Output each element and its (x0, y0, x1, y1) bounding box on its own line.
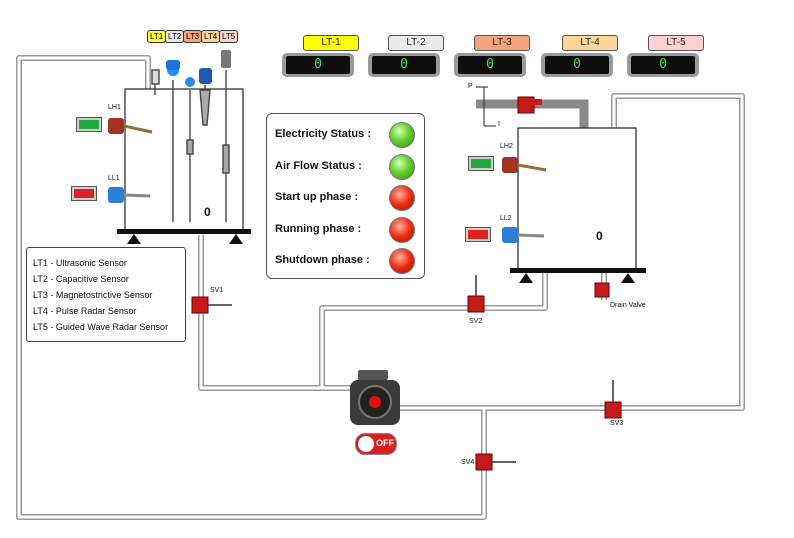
badge-lt4: LT4 (201, 30, 221, 43)
sv1-label: SV1 (210, 287, 224, 294)
status-startup-label: Start up phase : (275, 191, 359, 203)
lh1-label: LH1 (108, 104, 121, 111)
pump-toggle-label: OFF (376, 438, 394, 448)
legend-item: LT3 - Magnetostrictive Sensor (33, 290, 153, 300)
badge-lt5: LT5 (219, 30, 239, 43)
lt1-header: LT-1 (303, 35, 359, 51)
badge-lt3: LT3 (183, 30, 203, 43)
tank-1-stand (117, 229, 251, 234)
status-electricity-label: Electricity Status : (275, 128, 371, 140)
shutdown-phase-lamp (389, 248, 415, 274)
startup-phase-lamp (389, 185, 415, 211)
solenoid-valves (191, 96, 622, 471)
tank-2-level-value: 0 (596, 229, 603, 243)
lt1-value: 0 (286, 56, 350, 74)
air-flow-arrows (476, 86, 496, 127)
lh1-indicator (76, 117, 102, 132)
status-running-label: Running phase : (275, 223, 362, 235)
status-airflow-label: Air Flow Status : (275, 160, 362, 172)
airflow-status-lamp (389, 154, 415, 180)
tank-2 (517, 127, 637, 270)
air-i-label: I (498, 121, 500, 128)
lt2-value: 0 (372, 56, 436, 74)
status-shutdown-label: Shutdown phase : (275, 254, 370, 266)
lt2-display: 0 (368, 53, 440, 77)
legend-item: LT2 - Capacitive Sensor (33, 274, 129, 284)
lt4-value: 0 (545, 56, 609, 74)
badge-lt1: LT1 (147, 30, 167, 43)
ll2-label: LL2 (500, 215, 512, 222)
legend-item: LT4 - Pulse Radar Sensor (33, 306, 137, 316)
electricity-status-lamp (389, 122, 415, 148)
level-switches (108, 118, 547, 243)
sensor-probes (151, 69, 230, 222)
sv4-label: SV4 (461, 459, 475, 466)
tank-1-level-value: 0 (204, 205, 211, 219)
ll2-indicator (465, 227, 491, 242)
lt2-header: LT-2 (388, 35, 444, 51)
lt4-header: LT-4 (562, 35, 618, 51)
ll1-label: LL1 (108, 175, 120, 182)
running-phase-lamp (389, 217, 415, 243)
status-panel: Electricity Status : Air Flow Status : S… (266, 113, 425, 279)
badge-lt2: LT2 (165, 30, 185, 43)
lt1-display: 0 (282, 53, 354, 77)
tank-2-stand (510, 268, 646, 273)
sensor-legend: LT1 - Ultrasonic Sensor LT2 - Capacitive… (26, 247, 186, 342)
lt3-display: 0 (454, 53, 526, 77)
lt3-header: LT-3 (474, 35, 530, 51)
lt5-header: LT-5 (648, 35, 704, 51)
pump-toggle-button[interactable]: OFF (355, 433, 397, 455)
legend-item: LT1 - Ultrasonic Sensor (33, 258, 127, 268)
ll1-indicator (71, 186, 97, 201)
legend-item: LT5 - Guided Wave Radar Sensor (33, 322, 169, 332)
sv3-label: SV3 (610, 420, 624, 427)
sv2-label: SV2 (469, 318, 483, 325)
drain-valve-label: Drain Valve (610, 302, 646, 309)
air-p-label: P (468, 83, 473, 90)
pump-motor (350, 370, 400, 425)
lt5-display: 0 (627, 53, 699, 77)
lh2-label: LH2 (500, 143, 513, 150)
lh2-indicator (468, 156, 494, 171)
lt4-display: 0 (541, 53, 613, 77)
lt5-value: 0 (631, 56, 695, 74)
toggle-knob (358, 436, 374, 452)
lt3-value: 0 (458, 56, 522, 74)
